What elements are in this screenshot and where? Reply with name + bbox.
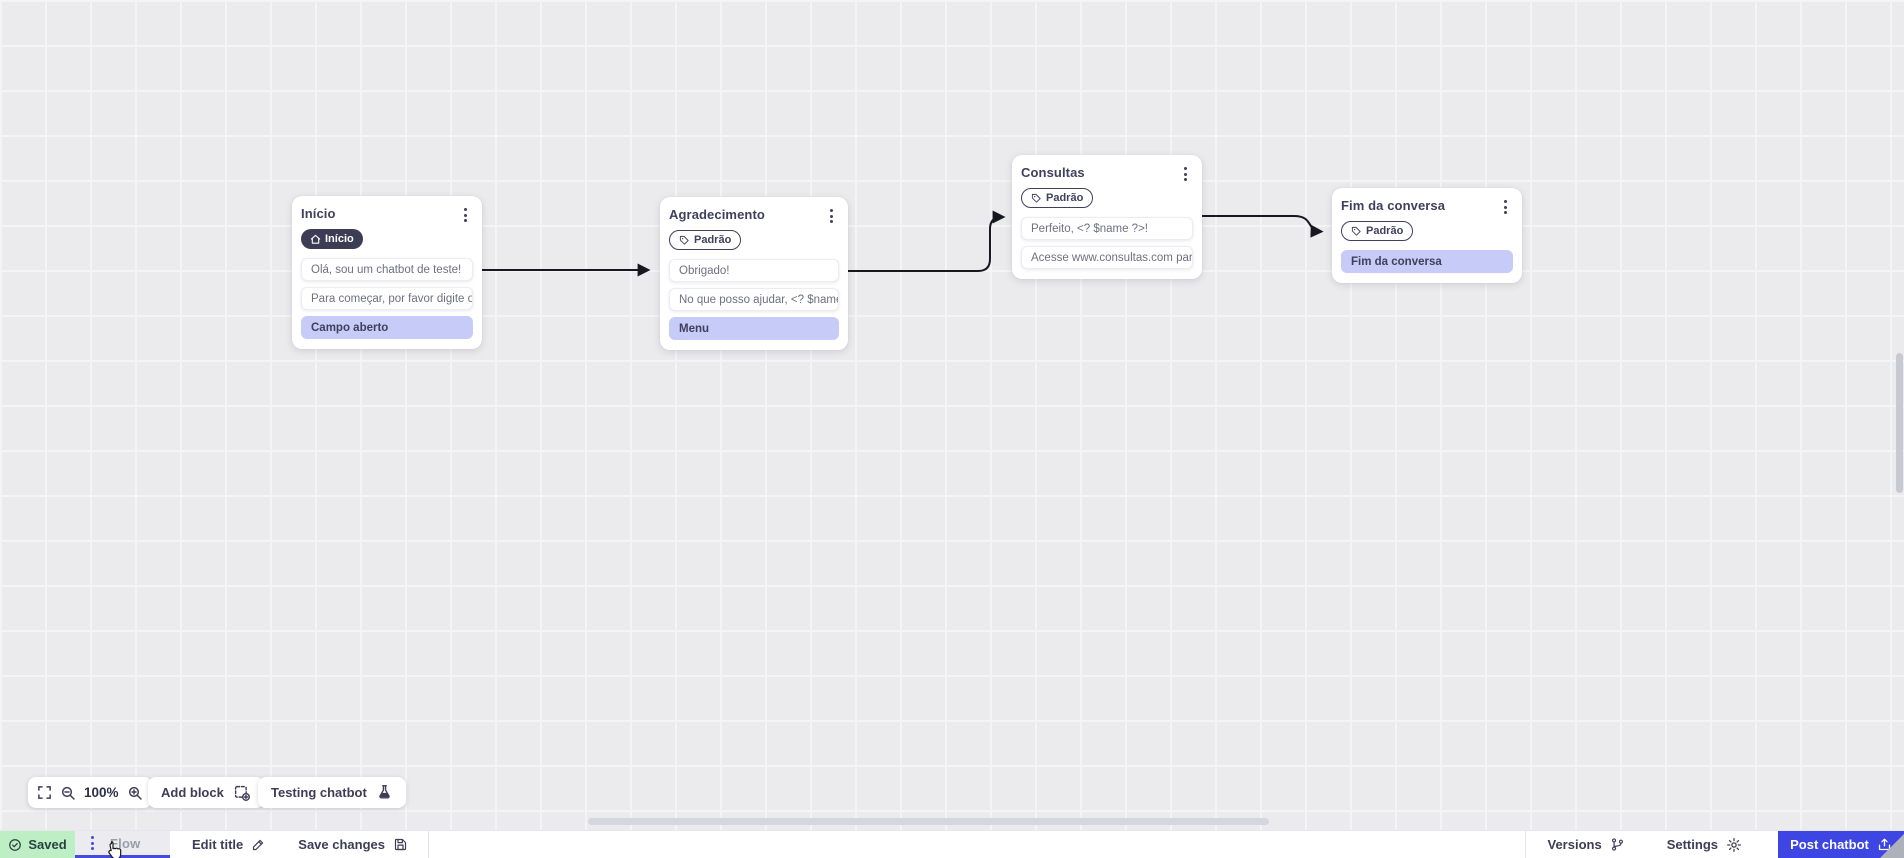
node-title: Agradecimento xyxy=(669,207,765,222)
testing-chatbot-button[interactable]: Testing chatbot xyxy=(258,777,406,808)
node-badge: Padrão xyxy=(1341,221,1414,241)
message-row[interactable]: Olá, sou um chatbot de teste! xyxy=(301,258,473,281)
tab-flow[interactable]: Flow xyxy=(75,831,170,858)
horizontal-scrollbar[interactable] xyxy=(588,818,1269,825)
vertical-scrollbar[interactable] xyxy=(1896,353,1903,493)
window-corner xyxy=(1880,834,1904,858)
flow-node-inicio[interactable]: Início Início Olá, sou um chatbot de tes… xyxy=(292,196,482,349)
message-row[interactable]: No que posso ajudar, <? $name ... xyxy=(669,288,839,311)
check-circle-icon xyxy=(9,838,22,851)
message-row-highlight[interactable]: Fim da conversa xyxy=(1341,250,1513,273)
saved-status-badge: Saved xyxy=(0,831,75,858)
zoom-in-icon[interactable] xyxy=(127,785,143,801)
kebab-menu-icon[interactable] xyxy=(1498,198,1513,216)
add-block-button[interactable]: Add block xyxy=(148,777,264,808)
flow-node-fim-da-conversa[interactable]: Fim da conversa Padrão Fim da conversa xyxy=(1332,188,1522,283)
flow-canvas[interactable]: Início Início Olá, sou um chatbot de tes… xyxy=(0,0,1904,830)
save-changes-button[interactable]: Save changes xyxy=(298,831,408,858)
flow-node-consultas[interactable]: Consultas Padrão Perfeito, <? $name ?>! … xyxy=(1012,155,1202,279)
zoom-toolbar: 100% xyxy=(28,777,152,808)
node-title: Fim da conversa xyxy=(1341,198,1446,213)
message-row-highlight[interactable]: Menu xyxy=(669,317,839,340)
zoom-out-icon[interactable] xyxy=(60,785,76,801)
flask-icon xyxy=(379,785,390,799)
settings-button[interactable]: Settings xyxy=(1667,831,1742,858)
fullscreen-icon[interactable] xyxy=(37,785,52,800)
message-row[interactable]: Para começar, por favor digite o ... xyxy=(301,287,473,310)
versions-button[interactable]: Versions xyxy=(1548,831,1625,858)
node-badge: Padrão xyxy=(669,230,742,250)
kebab-menu-icon[interactable] xyxy=(1178,165,1193,183)
zoom-level: 100% xyxy=(84,785,119,800)
add-block-icon xyxy=(234,785,250,801)
kebab-menu-icon[interactable] xyxy=(85,834,100,852)
connection-wires xyxy=(482,210,1324,277)
gear-icon xyxy=(1727,837,1741,852)
message-row[interactable]: Acesse www.consultas.com par... xyxy=(1021,246,1193,269)
pencil-icon xyxy=(253,839,264,851)
divider xyxy=(1524,831,1526,858)
edit-title-button[interactable]: Edit title xyxy=(192,831,266,858)
message-row[interactable]: Perfeito, <? $name ?>! xyxy=(1021,217,1193,240)
message-row[interactable]: Obrigado! xyxy=(669,259,839,282)
status-bar: Saved Flow Edit title Save changes Versi… xyxy=(0,830,1904,858)
tag-icon xyxy=(1351,226,1361,236)
kebab-menu-icon[interactable] xyxy=(824,207,839,225)
flow-node-agradecimento[interactable]: Agradecimento Padrão Obrigado! No que po… xyxy=(660,197,848,350)
home-icon xyxy=(310,234,321,244)
branch-icon xyxy=(1611,838,1623,851)
node-title: Consultas xyxy=(1021,165,1085,180)
tag-icon xyxy=(1031,193,1041,203)
divider xyxy=(428,831,429,858)
tag-icon xyxy=(679,235,689,245)
node-title: Início xyxy=(301,206,336,221)
kebab-menu-icon[interactable] xyxy=(458,206,473,224)
node-badge: Início xyxy=(301,229,363,249)
message-row-highlight[interactable]: Campo aberto xyxy=(301,316,473,339)
node-badge: Padrão xyxy=(1021,188,1094,208)
save-icon xyxy=(394,838,407,851)
